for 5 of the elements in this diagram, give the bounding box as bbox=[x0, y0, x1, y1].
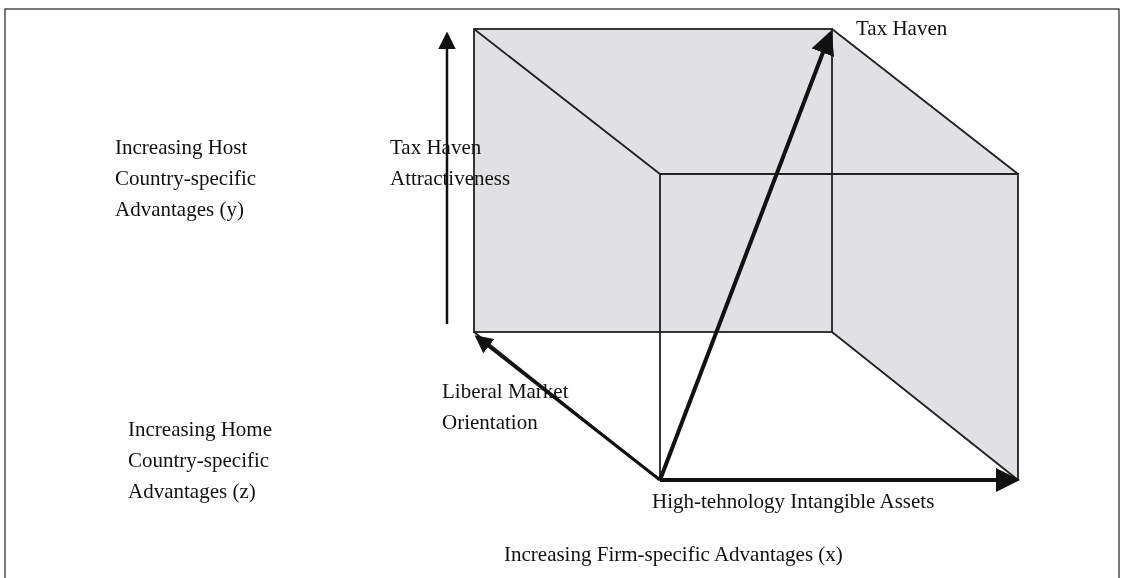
axis-label: Increasing Firm-specific Advantages (x) bbox=[504, 541, 844, 568]
corner-label: Tax Haven bbox=[856, 15, 949, 42]
axis-label: High-tehnology Intangible Assets bbox=[652, 488, 936, 515]
axis-label: Increasing Host Country-specific Advantages (y) bbox=[115, 134, 258, 223]
axis-label: Increasing Home Country-specific Advantages (z) bbox=[128, 416, 274, 505]
